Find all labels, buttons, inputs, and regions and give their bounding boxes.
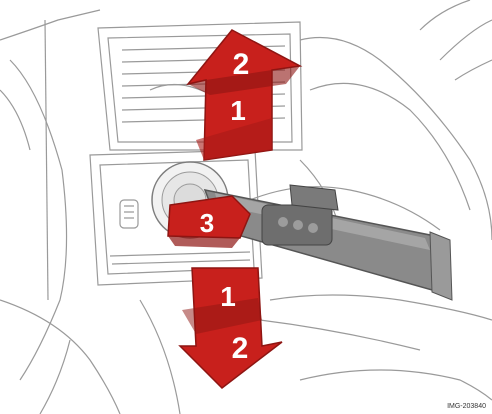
arrow-lever-label-3: 3 <box>200 208 214 238</box>
arrow-lever: 3 <box>168 196 250 248</box>
figure-code: IMG-203840 <box>447 403 486 410</box>
arrow-down: 1 2 <box>180 268 282 388</box>
arrow-up-label-1: 1 <box>230 95 246 126</box>
arrow-down-label-2: 2 <box>232 332 249 365</box>
arrow-down-label-1: 1 <box>220 281 236 312</box>
arrow-up: 2 1 <box>188 30 300 160</box>
arrow-up-label-2: 2 <box>233 48 250 81</box>
